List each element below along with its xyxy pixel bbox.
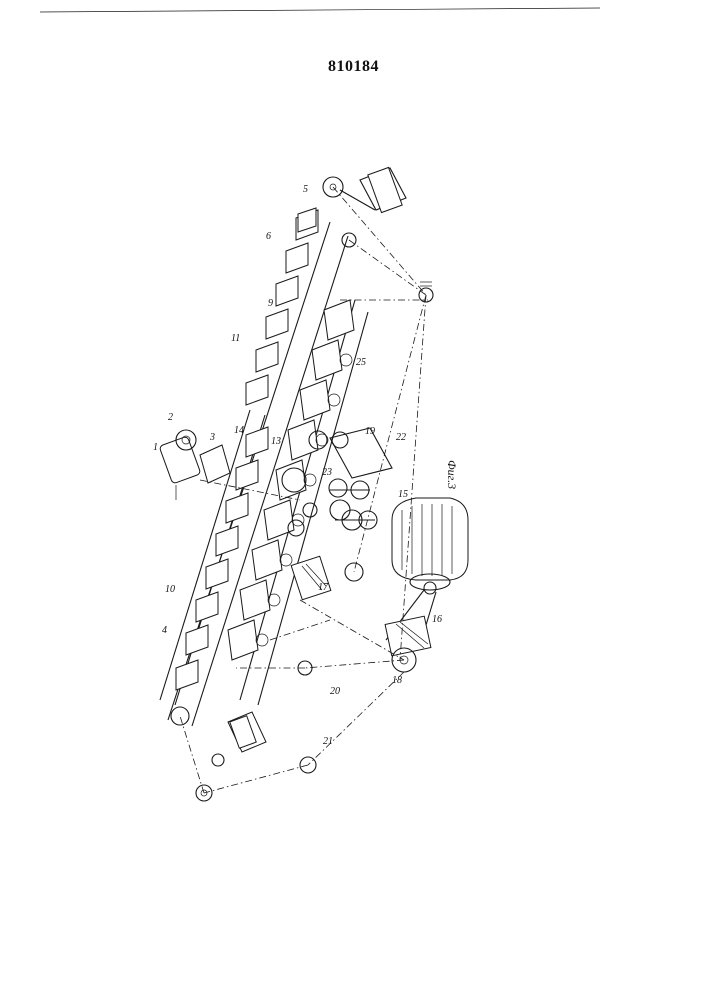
electric-motor-15 (385, 498, 468, 672)
label-14: 14 (234, 425, 244, 436)
label-5: 5 (303, 184, 308, 195)
label-2: 2 (168, 412, 173, 423)
label-23: 23 (322, 467, 332, 478)
label-15: 15 (398, 489, 408, 500)
scan-edge-line (40, 8, 600, 12)
label-6: 6 (266, 231, 271, 242)
label-13: 13 (271, 436, 281, 447)
reference-labels: 1 2 3 4 5 6 9 10 11 13 14 15 16 17 18 19… (153, 184, 459, 747)
label-10: 10 (165, 584, 175, 595)
figure-caption: Фиг.3 (445, 460, 459, 489)
right-drive-assembly (323, 167, 433, 302)
label-1: 1 (153, 442, 158, 453)
label-17: 17 (318, 582, 329, 593)
label-20: 20 (330, 686, 340, 697)
label-3: 3 (209, 432, 215, 443)
label-16: 16 (432, 614, 442, 625)
label-25: 25 (356, 357, 366, 368)
label-21: 21 (323, 736, 333, 747)
label-4: 4 (162, 625, 167, 636)
label-22: 22 (396, 432, 406, 443)
label-9: 9 (268, 298, 273, 309)
label-18: 18 (392, 675, 402, 686)
drive-motor-1 (159, 430, 230, 500)
label-11: 11 (231, 333, 240, 344)
label-19: 19 (365, 426, 375, 437)
